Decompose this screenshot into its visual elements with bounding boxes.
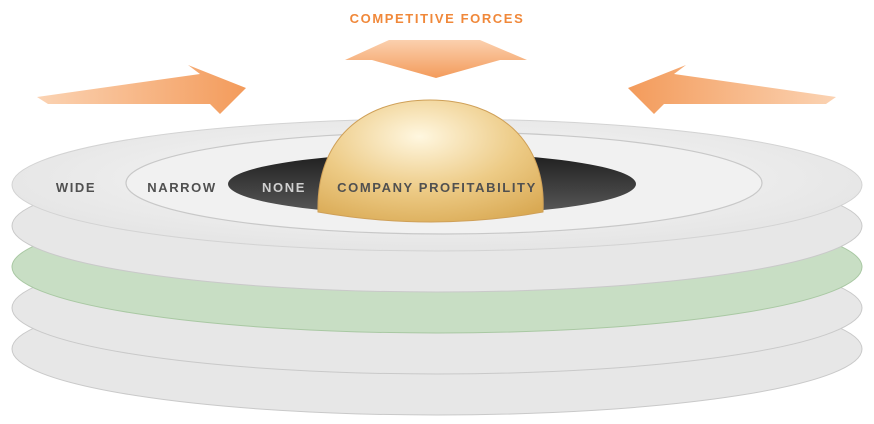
diagram-title: COMPETITIVE FORCES bbox=[350, 11, 525, 26]
zone-label-none: NONE bbox=[262, 180, 306, 195]
dome-label: COMPANY PROFITABILITY bbox=[337, 180, 537, 195]
force-arrow-left bbox=[37, 65, 246, 114]
force-arrow-right bbox=[628, 65, 836, 114]
zone-label-narrow: NARROW bbox=[147, 180, 217, 195]
profitability-dome bbox=[317, 99, 544, 223]
zone-label-wide: WIDE bbox=[56, 180, 96, 195]
force-arrow-top bbox=[345, 40, 527, 78]
